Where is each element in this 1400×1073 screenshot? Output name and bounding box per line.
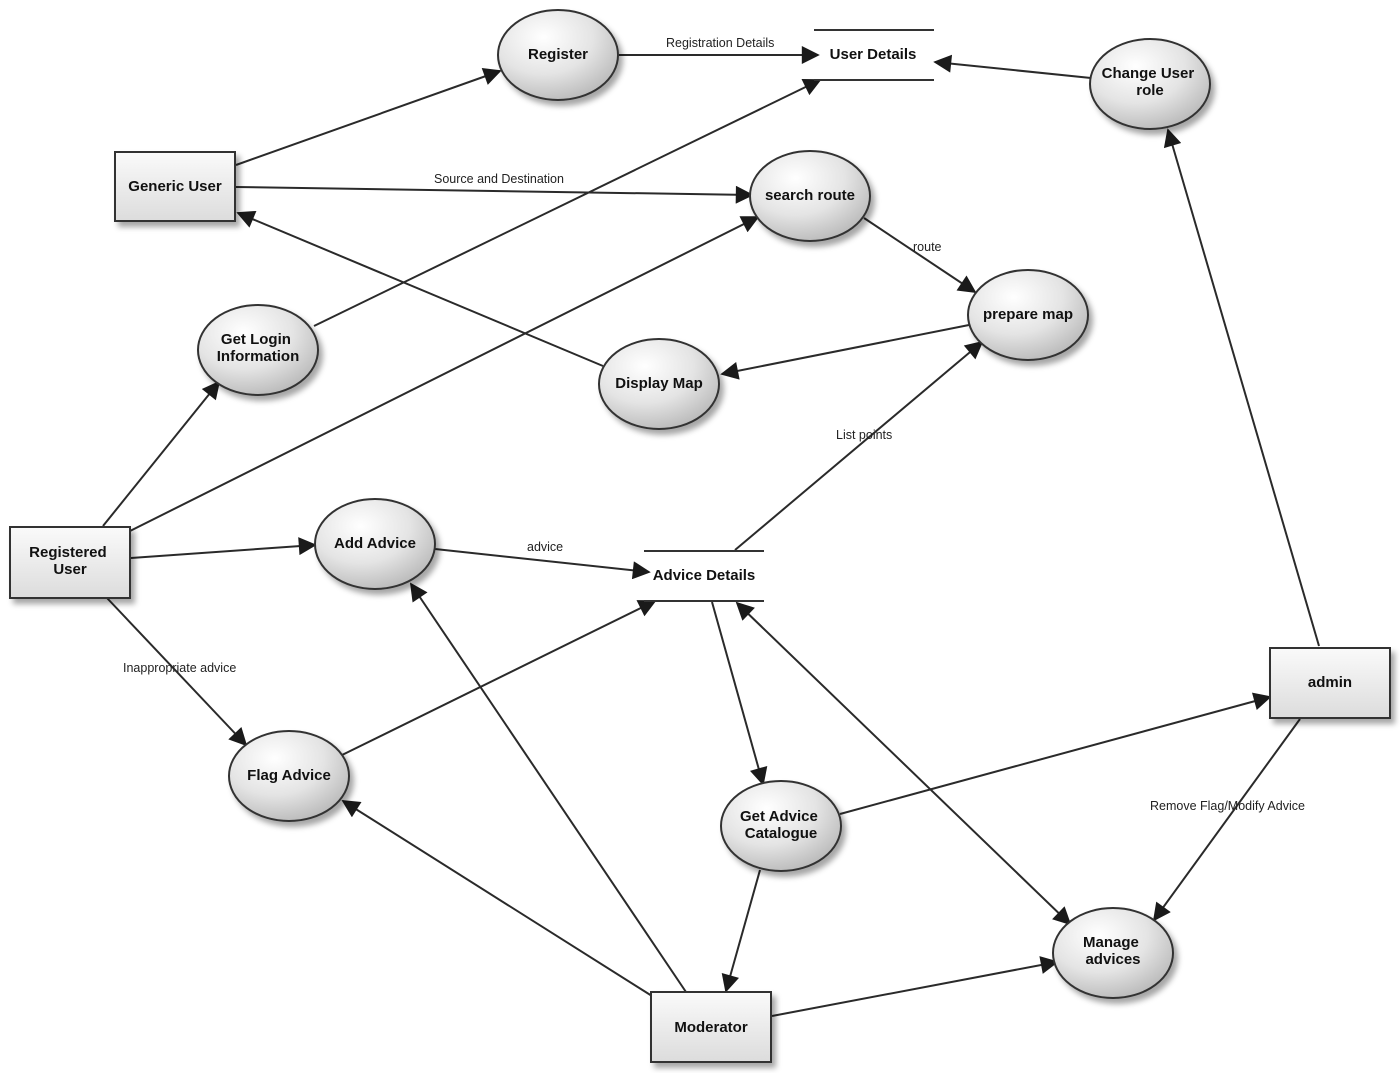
entity-admin: admin	[1269, 647, 1391, 719]
entity-registered-user-label: Registered User	[29, 544, 111, 578]
process-get-advice-catalogue: Get Advice Catalogue	[720, 780, 842, 872]
edge-moderator-flag-advice	[341, 800, 653, 997]
entity-generic-user: Generic User	[114, 151, 236, 222]
process-manage-advices: Manage advices	[1052, 907, 1174, 999]
edge-advice-details-manage-advices	[735, 601, 1072, 926]
label-inappropriate-advice: Inappropriate advice	[123, 661, 236, 675]
edge-admin-manage-advices	[1152, 718, 1301, 922]
label-source-destination: Source and Destination	[434, 172, 564, 186]
process-flag-advice-label: Flag Advice	[247, 767, 331, 784]
edge-display-map-generic-user	[236, 210, 604, 367]
edge-registered-user-flag-advice	[106, 597, 248, 747]
edge-flag-advice-advice-details	[339, 600, 657, 757]
edge-change-role-user-details	[933, 54, 1092, 79]
process-add-advice-label: Add Advice	[334, 535, 416, 552]
edges	[102, 46, 1320, 1017]
entity-moderator: Moderator	[650, 991, 772, 1063]
entity-moderator-label: Moderator	[674, 1019, 748, 1036]
process-prepare-map-label: prepare map	[983, 306, 1073, 323]
process-register: Register	[497, 9, 619, 101]
process-add-advice: Add Advice	[314, 498, 436, 590]
process-get-login-label: Get Login Information	[217, 331, 300, 365]
process-change-user-role: Change User role	[1089, 38, 1211, 130]
edge-catalogue-moderator	[721, 869, 761, 993]
edge-generic-user-register	[235, 67, 502, 166]
process-display-map-label: Display Map	[615, 375, 703, 392]
store-advice-details-label: Advice Details	[653, 567, 756, 584]
edge-registered-user-login	[102, 380, 221, 527]
edge-search-route-prepare-map	[863, 217, 977, 293]
edge-moderator-add-advice	[409, 582, 687, 993]
entity-registered-user: Registered User	[9, 526, 131, 599]
store-user-details: User Details	[814, 29, 934, 81]
edge-advice-details-catalogue	[711, 601, 768, 786]
process-search-route: search route	[749, 150, 871, 242]
edge-admin-change-role	[1163, 128, 1320, 647]
process-prepare-map: prepare map	[967, 269, 1089, 361]
process-flag-advice: Flag Advice	[228, 730, 350, 822]
label-list-points: List points	[836, 428, 892, 442]
edge-login-user-details	[313, 78, 822, 327]
process-change-user-role-label: Change User role	[1102, 65, 1199, 99]
label-route: route	[913, 240, 942, 254]
edge-prepare-map-display-map	[720, 324, 970, 380]
process-register-label: Register	[528, 46, 588, 63]
entity-generic-user-label: Generic User	[128, 178, 222, 195]
process-display-map: Display Map	[598, 338, 720, 430]
entity-admin-label: admin	[1308, 674, 1352, 691]
label-advice: advice	[527, 540, 563, 554]
label-registration-details: Registration Details	[666, 36, 774, 50]
store-advice-details: Advice Details	[644, 550, 764, 602]
process-search-route-label: search route	[765, 187, 855, 204]
edge-catalogue-admin	[839, 692, 1272, 815]
process-manage-advices-label: Manage advices	[1083, 934, 1143, 968]
edge-generic-user-search-route	[235, 185, 754, 204]
label-remove-flag: Remove Flag/Modify Advice	[1150, 799, 1305, 813]
edge-labels: Registration Details Source and Destinat…	[123, 36, 1305, 813]
edge-advice-details-prepare-map	[734, 340, 984, 551]
process-get-advice-catalogue-label: Get Advice Catalogue	[740, 808, 822, 842]
edge-registered-user-add-advice	[130, 537, 317, 559]
edge-registered-user-search-route	[129, 216, 760, 532]
store-user-details-label: User Details	[830, 46, 917, 63]
process-get-login: Get Login Information	[197, 304, 319, 396]
edge-add-advice-advice-details	[434, 548, 651, 580]
edge-moderator-manage-advices	[771, 956, 1059, 1017]
